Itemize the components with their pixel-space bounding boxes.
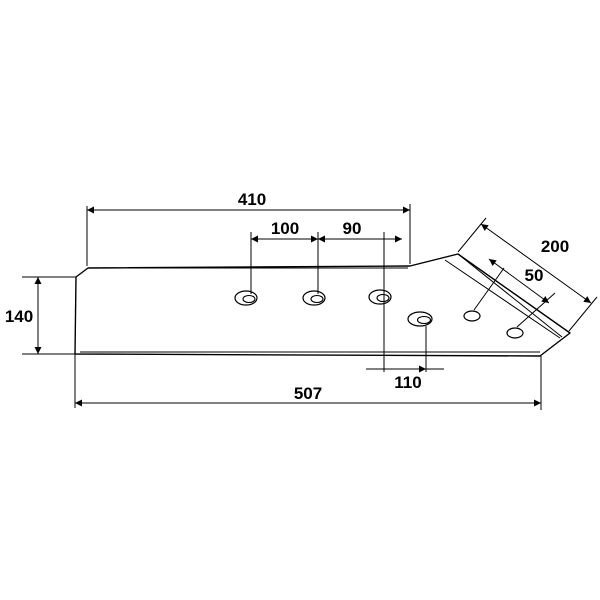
dim-line-50 [488, 258, 550, 304]
mounting-hole-4 [407, 311, 433, 327]
blade-outline [74, 253, 571, 357]
dim-label-507: 507 [294, 384, 322, 403]
mounting-hole-2 [302, 290, 326, 306]
mounting-hole-3 [368, 289, 392, 305]
dim-label-140: 140 [5, 307, 33, 326]
tip-hole-1 [463, 310, 481, 322]
dim-label-100: 100 [271, 219, 299, 238]
dim-label-410: 410 [238, 190, 266, 209]
mounting-hole-1 [234, 290, 258, 306]
dim-label-90: 90 [343, 219, 362, 238]
tip-hole-2 [506, 327, 524, 339]
dim-label-110: 110 [394, 373, 421, 392]
dim-label-200: 200 [541, 237, 569, 256]
dim-label-50: 50 [525, 266, 544, 285]
